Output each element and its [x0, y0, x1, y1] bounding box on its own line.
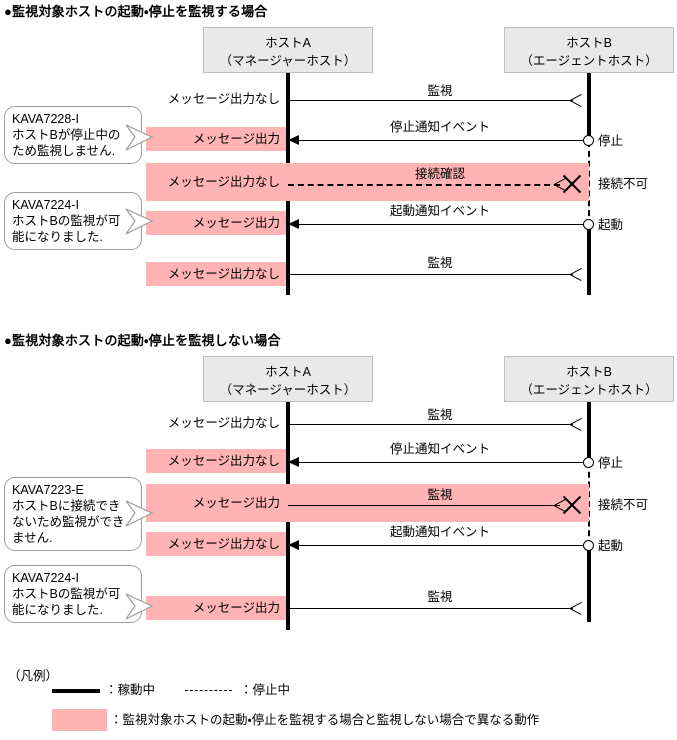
callout-tail-kava7223e: [125, 500, 154, 527]
output-label-1-1: メッセージ出力なし: [167, 92, 280, 106]
message-arrow-2-2: [297, 462, 587, 463]
message-arrow-2-3: [288, 505, 560, 506]
actor-b-name-2: ホストB: [566, 365, 612, 379]
legend-highlight-label: ：監視対象ホストの起動・停止を監視する場合と監視しない場合で異なる動作: [110, 713, 540, 727]
state-marker-start-2: [583, 540, 594, 551]
actor-box-host-b: ホストB （エージェントホスト）: [504, 27, 674, 73]
section-2-heading: ●監視対象ホストの起動・停止を監視しない場合: [4, 333, 281, 348]
message-label-2-5: 監視: [427, 590, 453, 604]
highlight-band-2-row-3: [146, 484, 589, 522]
highlight-band-row-5: [146, 262, 286, 286]
callout-kava7228i: KAVA7228-I ホストBが停止中の ため監視しません.: [4, 106, 142, 164]
actor-b-role: （エージェントホスト）: [520, 54, 658, 68]
lifeline-host-b-running-1: [587, 73, 591, 142]
message-arrow-2-1: [288, 424, 573, 425]
message-arrow-1-4: [297, 224, 587, 225]
message-label-2-1: 監視: [427, 408, 453, 422]
actor-box-host-a-2: ホストA （マネージャーホスト）: [203, 356, 373, 402]
output-label-1-5: メッセージ出力なし: [167, 267, 280, 281]
state-label-unreachable-2: 接続不可: [598, 498, 649, 512]
lifeline-host-b-running-2: [587, 225, 591, 295]
legend-dashed-line-sample: [185, 690, 232, 691]
highlight-band-2-row-5: [146, 596, 286, 620]
lifeline-host-b-stopped: [588, 141, 590, 226]
actor-a-name-2: ホストA: [265, 365, 311, 379]
highlight-band-row-4: [146, 211, 286, 235]
actor-box-host-b-2: ホストB （エージェントホスト）: [504, 356, 674, 402]
actor-a-role: （マネージャーホスト）: [219, 54, 357, 68]
message-arrow-2-4: [297, 545, 587, 546]
legend-highlight-swatch: [52, 709, 107, 731]
highlight-band-2-row-4: [146, 532, 286, 556]
message-arrow-2-5: [288, 608, 573, 609]
state-label-stop-1: 停止: [598, 134, 624, 148]
state-marker-start-1: [583, 219, 594, 230]
state-label-unreachable-1: 接続不可: [598, 177, 649, 191]
callout-kava7224i-a: KAVA7224-I ホストBの監視が可 能になりました.: [4, 192, 142, 250]
arrowhead-right-1-5: [570, 267, 581, 281]
actor-a-role-2: （マネージャーホスト）: [219, 383, 357, 397]
connection-failed-x-icon-2: [560, 494, 582, 516]
callout-kava7223e: KAVA7223-E ホストBに接続でき ないため監視ができ ません.: [4, 477, 142, 551]
state-label-stop-2: 停止: [598, 456, 624, 470]
legend-solid-label: ：稼動中: [105, 683, 156, 697]
arrowhead-right-2-1: [570, 417, 581, 431]
message-label-2-2: 停止通知イベント: [389, 442, 490, 456]
arrowhead-left-2-4: [288, 540, 299, 550]
state-marker-stop-2: [583, 457, 594, 468]
message-label-1-1: 監視: [427, 84, 453, 98]
callout-kava7224i-b: KAVA7224-I ホストBの監視が可 能になりました.: [4, 565, 142, 623]
output-label-2-3: メッセージ出力: [192, 496, 280, 510]
highlight-band-2-row-2: [146, 449, 286, 473]
message-label-1-5: 監視: [427, 256, 453, 270]
lifeline-host-b-running-1-2: [587, 402, 591, 463]
message-arrow-1-5: [288, 274, 573, 275]
message-label-1-3: 接続確認: [414, 167, 465, 181]
callout-tail-kava7224i-b: [125, 593, 154, 620]
lifeline-host-b-running-2-2: [587, 545, 591, 622]
output-label-2-1: メッセージ出力なし: [167, 416, 280, 430]
arrowhead-right-1-1: [570, 93, 581, 107]
connection-failed-x-icon-1: [560, 173, 582, 195]
state-label-start-2: 起動: [598, 539, 624, 553]
message-label-2-3: 監視: [427, 488, 453, 502]
output-label-2-5: メッセージ出力: [192, 601, 280, 615]
state-marker-stop-1: [583, 135, 594, 146]
callout-tail-kava7228i: [125, 124, 154, 151]
output-label-1-4: メッセージ出力: [192, 216, 280, 230]
arrowhead-left-1-4: [288, 219, 299, 229]
highlight-band-row-3: [146, 163, 589, 201]
output-label-2-4: メッセージ出力なし: [167, 537, 280, 551]
legend-dashed-label: ：停止中: [240, 683, 291, 697]
output-label-1-3: メッセージ出力なし: [167, 175, 280, 189]
arrowhead-left-1-2: [288, 135, 299, 145]
output-label-2-2: メッセージ出力なし: [167, 454, 280, 468]
actor-a-name: ホストA: [265, 36, 311, 50]
actor-b-name: ホストB: [566, 36, 612, 50]
message-label-2-4: 起動通知イベント: [389, 525, 490, 539]
actor-box-host-a: ホストA （マネージャーホスト）: [203, 27, 373, 73]
message-label-1-4: 起動通知イベント: [389, 204, 490, 218]
arrowhead-left-2-2: [288, 457, 299, 467]
highlight-band-row-2: [146, 127, 286, 151]
callout-tail-kava7224i-a: [125, 208, 154, 235]
legend-solid-line-sample: [52, 689, 100, 693]
actor-b-role-2: （エージェントホスト）: [520, 383, 658, 397]
legend-title: （凡例）: [8, 669, 59, 683]
state-label-start-1: 起動: [598, 218, 624, 232]
message-label-1-2: 停止通知イベント: [389, 120, 490, 134]
message-arrow-1-2: [297, 140, 587, 141]
section-1-heading: ●監視対象ホストの起動・停止を監視する場合: [4, 4, 268, 19]
lifeline-host-b-stopped-2: [588, 462, 590, 546]
output-label-1-2: メッセージ出力: [192, 132, 280, 146]
message-arrow-1-3: [288, 184, 560, 186]
message-arrow-1-1: [288, 100, 573, 101]
arrowhead-right-2-5: [570, 601, 581, 615]
